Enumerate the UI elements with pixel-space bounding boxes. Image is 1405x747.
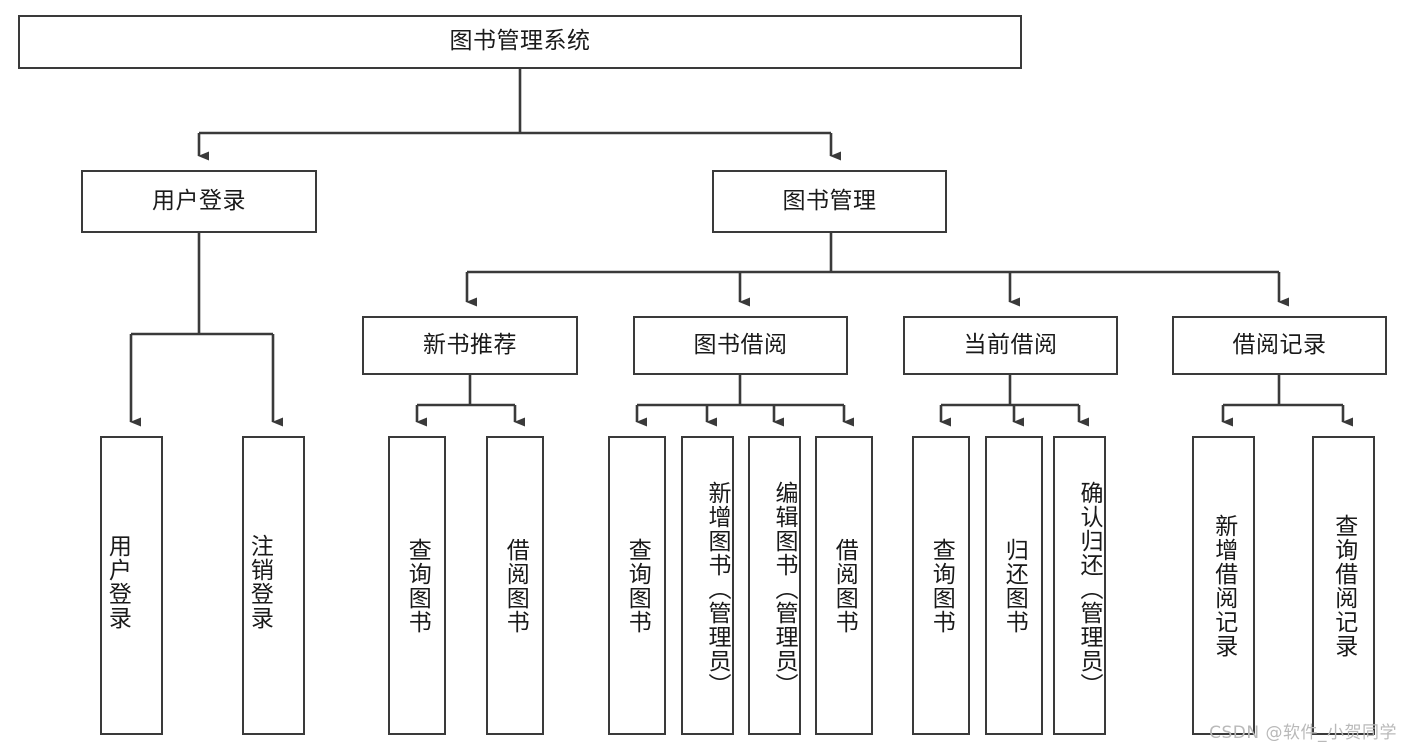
node-leaf-user-login-label: 用户登录 [104, 533, 131, 630]
node-leaf-query-book-borrow[interactable]: 查询图书 [608, 436, 666, 735]
node-book-management-label: 图书管理 [782, 187, 877, 214]
node-leaf-query-book-newbook-label: 查询图书 [404, 537, 431, 634]
node-new-book-recommend[interactable]: 新书推荐 [362, 316, 578, 375]
node-user-login-label: 用户登录 [152, 187, 246, 214]
watermark-text: CSDN @软件_小贺同学 [1209, 723, 1397, 743]
node-leaf-user-login[interactable]: 用户登录 [100, 436, 163, 735]
node-leaf-query-borrow-record-label: 查询借阅记录 [1330, 513, 1357, 658]
node-leaf-return-book-label: 归还图书 [1001, 537, 1028, 634]
node-root-system[interactable]: 图书管理系统 [18, 15, 1022, 69]
node-user-login[interactable]: 用户登录 [81, 170, 317, 233]
node-leaf-confirm-return-admin-label: 确认归还（管理员） [1076, 480, 1102, 697]
node-leaf-query-borrow-record[interactable]: 查询借阅记录 [1312, 436, 1375, 735]
node-leaf-add-borrow-record-label: 新增借阅记录 [1210, 513, 1237, 658]
node-leaf-edit-book-admin-label: 编辑图书（管理员） [771, 480, 797, 697]
node-leaf-logout-label: 注销登录 [246, 533, 273, 630]
node-book-borrow-label: 图书借阅 [693, 331, 788, 358]
node-leaf-return-book[interactable]: 归还图书 [985, 436, 1043, 735]
node-borrow-record[interactable]: 借阅记录 [1172, 316, 1387, 375]
node-book-borrow[interactable]: 图书借阅 [633, 316, 848, 375]
node-leaf-query-book-borrow-label: 查询图书 [624, 537, 651, 634]
node-leaf-borrow-book-newbook-label: 借阅图书 [502, 537, 529, 634]
node-borrow-record-label: 借阅记录 [1232, 331, 1327, 358]
node-leaf-logout[interactable]: 注销登录 [242, 436, 305, 735]
node-leaf-query-book-current[interactable]: 查询图书 [912, 436, 970, 735]
node-leaf-lend-book[interactable]: 借阅图书 [815, 436, 873, 735]
node-root-system-label: 图书管理系统 [449, 28, 591, 55]
node-current-borrow[interactable]: 当前借阅 [903, 316, 1118, 375]
node-leaf-borrow-book-newbook[interactable]: 借阅图书 [486, 436, 544, 735]
node-leaf-add-borrow-record[interactable]: 新增借阅记录 [1192, 436, 1255, 735]
node-leaf-lend-book-label: 借阅图书 [831, 537, 858, 634]
node-leaf-edit-book-admin[interactable]: 编辑图书（管理员） [748, 436, 801, 735]
node-book-management[interactable]: 图书管理 [712, 170, 947, 233]
node-leaf-confirm-return-admin[interactable]: 确认归还（管理员） [1053, 436, 1106, 735]
node-new-book-recommend-label: 新书推荐 [423, 331, 517, 358]
node-leaf-query-book-newbook[interactable]: 查询图书 [388, 436, 446, 735]
node-leaf-add-book-admin[interactable]: 新增图书（管理员） [681, 436, 734, 735]
node-leaf-add-book-admin-label: 新增图书（管理员） [704, 480, 730, 697]
node-leaf-query-book-current-label: 查询图书 [928, 537, 955, 634]
node-current-borrow-label: 当前借阅 [963, 331, 1058, 358]
